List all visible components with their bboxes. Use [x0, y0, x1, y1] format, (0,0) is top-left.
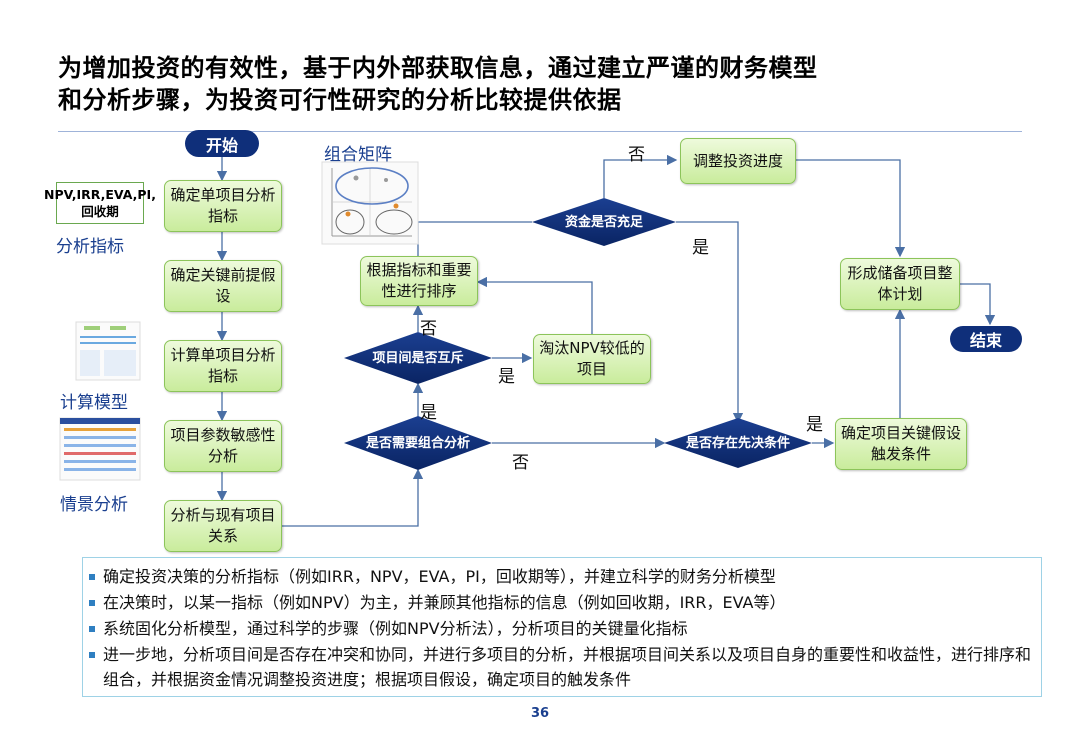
label-yes-exclusive: 是: [498, 367, 515, 387]
label-yes-combine: 是: [420, 403, 437, 423]
scenario-label: 情景分析: [60, 495, 128, 515]
matrix-label: 组合矩阵: [324, 145, 392, 165]
step-key-assumptions: 确定关键前提假设: [164, 260, 282, 312]
title-line-1: 为增加投资的有效性，基于内外部获取信息，通过建立严谨的财务模型: [58, 54, 818, 82]
arrow-eliminate-rank: [476, 276, 593, 334]
bullet-square-icon: [89, 626, 95, 632]
bullet-item: 进一步地，分析项目间是否存在冲突和协同，并进行多项目的分析，并根据项目间关系以及…: [89, 642, 1033, 692]
step-form-plan: 形成储备项目整体计划: [840, 258, 960, 310]
label-no-exclusive: 否: [420, 319, 437, 339]
arrow-rank-funds: [417, 221, 532, 256]
label-no-combine: 否: [512, 453, 529, 473]
start-terminal: 开始: [185, 130, 259, 157]
step-sensitivity: 项目参数敏感性分析: [164, 420, 282, 472]
page-title: 为增加投资的有效性，基于内外部获取信息，通过建立严谨的财务模型 和分析步骤，为投…: [58, 52, 818, 116]
calc-thumbnail-art: [75, 321, 141, 381]
title-line-2: 和分析步骤，为投资可行性研究的分析比较提供依据: [58, 86, 622, 114]
step-trigger-conditions: 确定项目关键假设触发条件: [835, 418, 967, 470]
bullet-square-icon: [89, 574, 95, 580]
matrix-thumbnail-art: [321, 161, 419, 245]
bullet-item: 系统固化分析模型，通过科学的步骤（例如NPV分析法），分析项目的关键量化指标: [89, 616, 1033, 641]
decision-exclusive-text: 项目间是否互斥: [372, 350, 464, 366]
arrow-adjust-plan: [796, 159, 906, 258]
step-adjust-schedule: 调整投资进度: [680, 138, 796, 184]
calc-model-label: 计算模型: [60, 393, 128, 413]
metrics-box: NPV,IRR,EVA,PI,回收期: [44, 182, 156, 224]
label-yes-precond: 是: [806, 415, 823, 435]
bullet-item: 在决策时，以某一指标（例如NPV）为主，并兼顾其他指标的信息（例如回收期，IRR…: [89, 590, 1033, 615]
summary-panel: 确定投资决策的分析指标（例如IRR，NPV，EVA，PI，回收期等），并建立科学…: [82, 557, 1042, 697]
bullet-item: 确定投资决策的分析指标（例如IRR，NPV，EVA，PI，回收期等），并建立科学…: [89, 564, 1033, 589]
scenario-thumbnail-art: [59, 417, 141, 481]
arrow-funds-adjust: [603, 154, 678, 198]
title-divider: [58, 131, 1022, 132]
label-no-funds: 否: [628, 145, 645, 165]
label-yes-funds: 是: [692, 238, 709, 258]
decision-precond-text: 是否存在先决条件: [685, 435, 790, 451]
step-calc-metrics: 计算单项目分析指标: [164, 340, 282, 392]
diamond-combine: [344, 416, 492, 470]
step-rank: 根据指标和重要性进行排序: [360, 256, 478, 306]
decision-funds-text: 资金是否充足: [564, 214, 643, 230]
diamond-funds: [532, 198, 676, 246]
arrow-step5-combine: [282, 468, 424, 527]
step-confirm-metrics: 确定单项目分析指标: [164, 180, 282, 232]
step-eliminate: 淘汰NPV较低的项目: [533, 334, 651, 384]
diamond-precond: [664, 418, 812, 468]
diamond-exclusive: [344, 332, 492, 384]
end-terminal: 结束: [950, 326, 1022, 352]
page-number: 36: [530, 706, 550, 721]
arrow-plan-end: [960, 283, 996, 326]
decision-combine-text: 是否需要组合分析: [365, 435, 470, 451]
bullet-square-icon: [89, 600, 95, 606]
arrow-funds-precond: [676, 221, 744, 424]
metrics-label: 分析指标: [56, 237, 124, 257]
step-relation-analysis: 分析与现有项目关系: [164, 500, 282, 552]
bullet-square-icon: [89, 652, 95, 658]
